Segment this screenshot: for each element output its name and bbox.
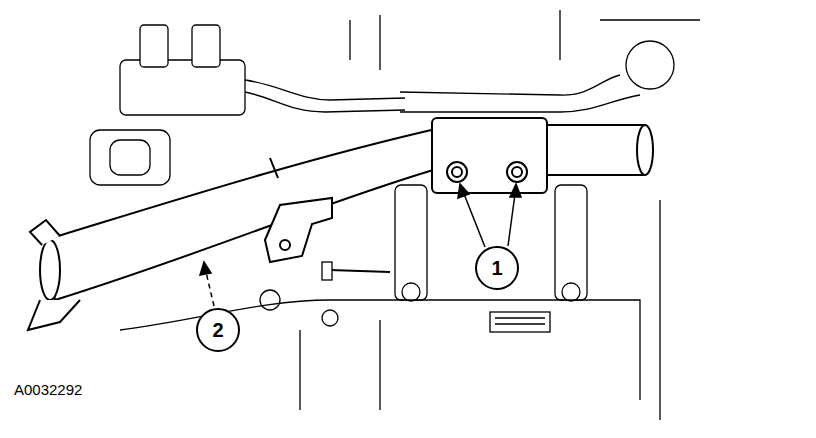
hose	[400, 75, 620, 95]
bolt-hole	[260, 290, 280, 310]
leader-line	[508, 194, 515, 246]
bolt-head	[322, 262, 332, 280]
intake-runner	[555, 185, 587, 300]
callout-circle: 2	[196, 308, 240, 352]
pipe-bracket	[265, 198, 332, 262]
pipe-end	[40, 240, 60, 300]
bolt-center	[512, 167, 522, 177]
wire	[245, 92, 405, 112]
coil-base	[120, 60, 245, 115]
engine-outline	[350, 10, 700, 70]
callout-circle: 1	[475, 246, 519, 290]
hose	[400, 95, 640, 112]
bolt-center	[452, 167, 462, 177]
pipe-mounting-block	[432, 118, 547, 193]
hose-clip	[270, 158, 278, 178]
bolt-hole	[322, 310, 338, 326]
leader-line	[464, 194, 485, 247]
bracket-hole	[280, 240, 290, 250]
arrowhead	[200, 262, 211, 275]
arrowhead	[458, 184, 469, 198]
pipe-body	[45, 128, 440, 300]
bolt-head	[562, 283, 580, 301]
callout-number: 1	[491, 258, 502, 278]
pipe-flange	[28, 300, 80, 330]
sensor-housing	[110, 140, 150, 175]
connector	[490, 312, 550, 332]
arrowhead	[510, 184, 521, 197]
callout-number: 2	[212, 320, 223, 340]
bolt	[507, 162, 527, 182]
wire	[245, 80, 405, 100]
coil-tower	[192, 25, 220, 67]
connector-detail	[495, 318, 545, 324]
bolt-head	[402, 283, 420, 301]
leader-line	[206, 272, 214, 306]
coolant-pipe	[28, 118, 653, 330]
bolt	[447, 162, 467, 182]
coil-tower	[140, 25, 168, 67]
intake-runner	[395, 185, 427, 300]
pipe-outlet-end	[637, 125, 653, 175]
pipe-outlet	[545, 125, 645, 175]
figure-code: A0032292	[14, 381, 82, 398]
hose-end	[626, 41, 674, 89]
bolt	[330, 270, 390, 272]
sensor-housing	[90, 130, 170, 185]
pipe-nipple	[30, 220, 60, 245]
leader-arrows	[200, 184, 521, 306]
